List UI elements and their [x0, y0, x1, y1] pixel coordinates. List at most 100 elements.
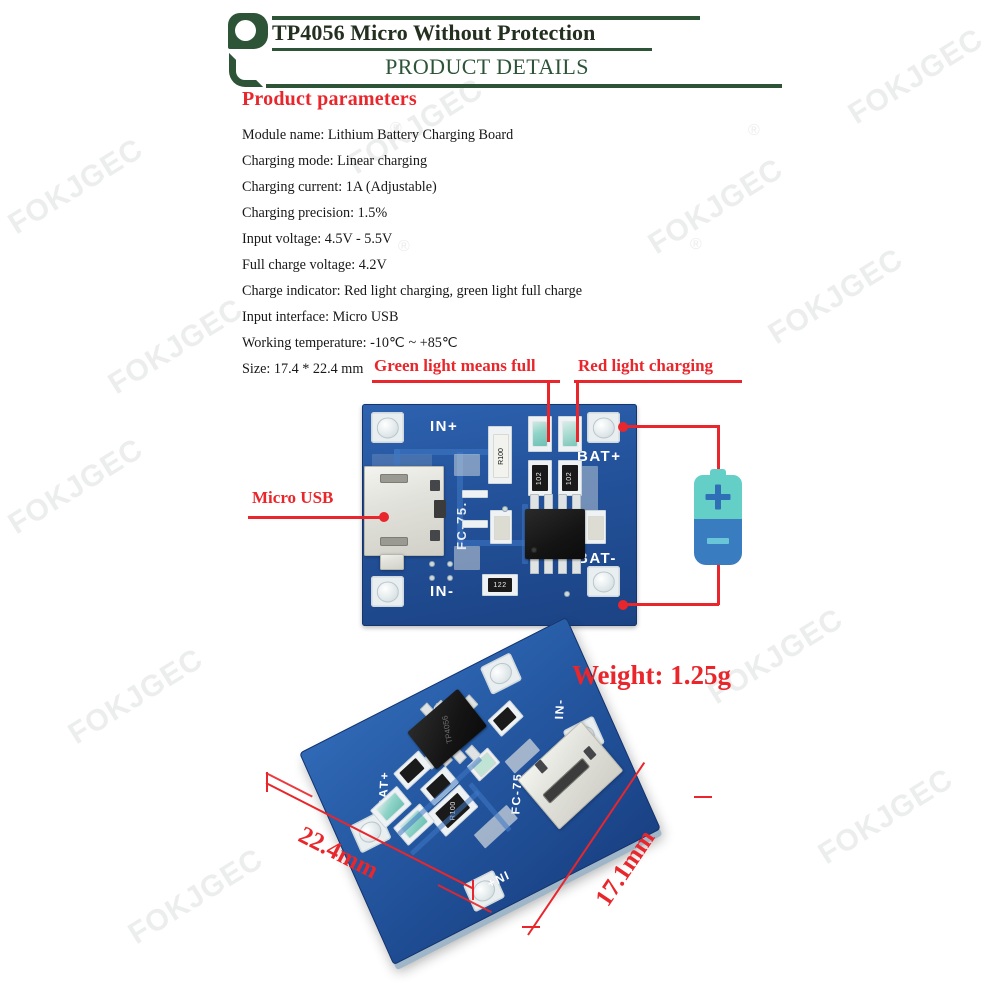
ic-leg	[572, 494, 581, 512]
resistor-102-b-marking: 102	[566, 471, 574, 485]
silk-label-bat-plus: BAT+	[577, 448, 622, 465]
silk-label-in-minus: IN-	[430, 583, 455, 600]
silk-label-bat-minus: BAT-	[577, 550, 617, 567]
watermark: FOKJGEC	[842, 22, 989, 131]
resistor-102-a: 102	[532, 465, 548, 491]
ic-leg	[572, 556, 581, 574]
pcb-copper-area	[454, 546, 480, 570]
ic-leg	[544, 556, 553, 574]
smd-right-body	[588, 516, 604, 540]
watermark: FOKJGEC	[2, 132, 149, 241]
dimension-tick	[472, 880, 474, 900]
tag-circle-logo-icon	[228, 13, 268, 87]
pad-hole	[486, 659, 516, 689]
pcb-top-view: IN+ IN- BAT+ BAT- FC-75. R100 102 102	[362, 404, 637, 626]
ic-leg	[558, 556, 567, 574]
resistor-122-marking: 122	[493, 581, 507, 589]
pad-hole	[376, 580, 399, 603]
callout-micro-usb: Micro USB	[252, 488, 333, 508]
dimension-tick	[266, 772, 268, 792]
callout-red-led-leader	[576, 380, 579, 442]
parameter-row: Charging mode: Linear charging	[242, 153, 428, 169]
watermark: FOKJGEC	[812, 762, 959, 871]
parameter-row: Size: 17.4 * 22.4 mm	[242, 361, 364, 377]
header-rule-top	[272, 16, 700, 20]
battery-negative-wire-h	[623, 603, 719, 606]
logo-bracket-shape	[229, 53, 263, 87]
parameter-row: Module name: Lithium Battery Charging Bo…	[242, 127, 514, 143]
usb-foot	[380, 554, 404, 570]
mounting-pad-bat-minus	[587, 566, 620, 597]
callout-red-led-label: Red light charging	[578, 356, 714, 375]
tp4056-ic	[525, 509, 585, 559]
ic-leg	[530, 494, 539, 512]
silk-label-in-plus: IN+	[430, 418, 459, 435]
logo-dot	[235, 20, 256, 41]
ic-leg	[558, 494, 567, 512]
ic-marking: TP4056	[440, 714, 454, 745]
logo-top-shape	[228, 13, 268, 49]
battery-minus-icon	[707, 538, 729, 544]
usb-mount-slot	[380, 474, 408, 483]
page-subtitle: PRODUCT DETAILS	[385, 54, 589, 79]
page-header: TP4056 Micro Without Protection PRODUCT …	[228, 12, 782, 88]
callout-green-led-underline	[372, 380, 560, 383]
pcb-via	[430, 576, 434, 580]
callout-micro-usb-label: Micro USB	[252, 488, 334, 507]
pcb-via	[448, 576, 452, 580]
pcb-via	[448, 562, 452, 566]
mounting-pad-bat-plus	[587, 412, 620, 443]
watermark: FOKJGEC	[702, 602, 849, 711]
parameter-row: Full charge voltage: 4.2V	[242, 257, 387, 273]
callout-micro-usb-dot	[379, 512, 389, 522]
parameter-row: Working temperature: -10℃ ~ +85℃	[242, 335, 458, 351]
usb-shield-tab	[430, 530, 440, 541]
callout-micro-usb-leader	[248, 516, 384, 519]
watermark: FOKJGEC	[2, 432, 149, 541]
weight-label: Weight: 1.25g	[572, 660, 731, 690]
bat-plus-connection-dot	[618, 422, 628, 432]
parameter-row: Charge indicator: Red light charging, gr…	[242, 283, 583, 299]
mounting-pad-in-plus	[371, 412, 404, 443]
callout-red-led: Red light charging	[578, 356, 713, 376]
watermark: FOKJGEC	[122, 842, 269, 951]
usb-pin-strip	[434, 500, 446, 518]
product-parameters-section: Product parameters Module name: Lithium …	[242, 88, 762, 382]
header-rule-bottom	[266, 84, 782, 88]
dimension-tick	[522, 926, 540, 928]
battery-positive-wire-h	[623, 425, 719, 428]
watermark: FOKJGEC	[62, 642, 209, 751]
resistor-102-b: 102	[562, 465, 578, 491]
jumper-pad	[462, 520, 488, 528]
page-title: TP4056 Micro Without Protection	[272, 20, 596, 45]
pcb-via	[430, 562, 434, 566]
watermark: FOKJGEC	[102, 292, 249, 401]
callout-red-led-underline	[574, 380, 742, 383]
pcb-angled-view: BAT- BAT+ IN- IN+ FC-75 TP4056 R100	[299, 616, 720, 966]
capacitor-body	[494, 516, 510, 540]
pad-hole	[592, 570, 615, 593]
header-rule-middle	[272, 48, 652, 51]
usb-shield-tab	[430, 480, 440, 491]
pcb-copper-area	[454, 454, 480, 476]
ic-leg	[544, 494, 553, 512]
silk-label-in-minus-angled: IN-	[552, 698, 568, 720]
dimension-tick	[694, 796, 712, 798]
parameters-heading: Product parameters	[242, 88, 417, 110]
watermark: FOKJGEC	[762, 242, 909, 351]
pcb-trace	[394, 449, 512, 455]
resistor-102-a-marking: 102	[536, 471, 544, 485]
resistor-r100-marking: R100	[497, 447, 505, 465]
ic-pin1-dot	[531, 547, 537, 553]
ic-leg	[530, 556, 539, 574]
battery-icon	[694, 469, 742, 571]
mounting-pad-bat-minus-angled	[479, 652, 523, 696]
jumper-pad	[462, 490, 488, 498]
bat-minus-connection-dot	[618, 600, 628, 610]
led-red	[563, 422, 577, 446]
battery-plus-icon	[715, 484, 721, 510]
pcb-via	[503, 507, 507, 511]
callout-green-led: Green light means full	[374, 356, 536, 376]
resistor-r100: R100	[493, 434, 509, 478]
